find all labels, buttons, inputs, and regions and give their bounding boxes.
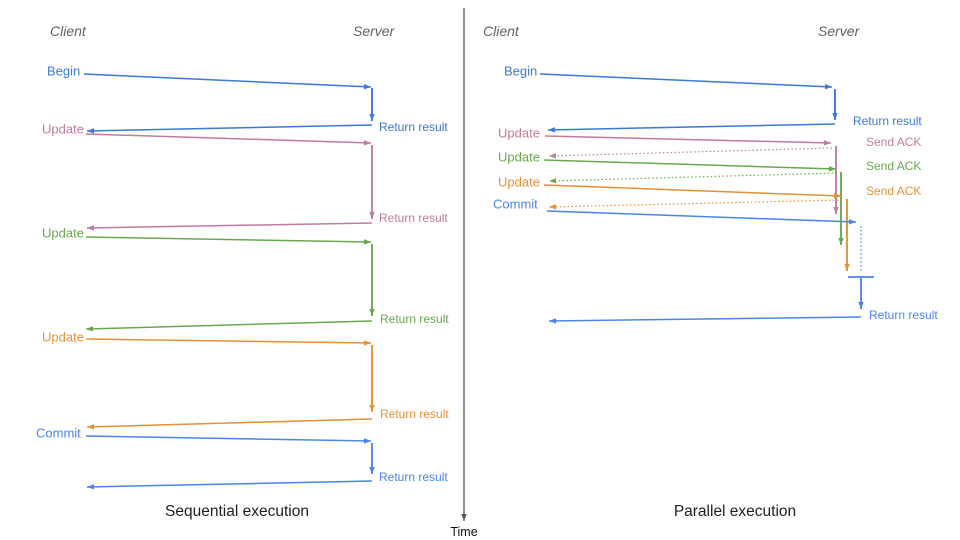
seq-commit-return-line xyxy=(86,480,373,488)
seq-commit-label: Commit xyxy=(36,426,81,441)
seq-client-header: Client xyxy=(50,23,86,39)
par-update1-request-line xyxy=(544,135,832,144)
par-update3-ack-arrowhead xyxy=(549,204,557,210)
seq-commit-return-arrowhead xyxy=(87,484,95,490)
par-update1-send-ack-label: Send ACK xyxy=(866,135,921,149)
seq-update2-label: Update xyxy=(42,226,84,241)
par-begin-return-line xyxy=(547,123,836,131)
par-update2-ack-line xyxy=(548,172,838,182)
seq-commit-request-line xyxy=(85,435,372,442)
seq-update1-process-arrowhead xyxy=(369,212,375,219)
par-server-header: Server xyxy=(818,23,860,39)
par-begin-request-arrowhead xyxy=(824,83,832,90)
seq-update3-request-arrowhead xyxy=(363,340,371,346)
seq-update2-process-arrowhead xyxy=(369,309,375,316)
par-update2-send-ack-label: Send ACK xyxy=(866,159,921,173)
seq-update1-return-line xyxy=(86,222,373,229)
par-update2-ack-arrowhead xyxy=(549,178,557,184)
par-update3-label: Update xyxy=(498,175,540,190)
seq-update2-request-arrowhead xyxy=(363,239,371,245)
par-begin-request-line xyxy=(539,73,833,88)
seq-update1-return-arrowhead xyxy=(87,225,95,231)
par-client-header: Client xyxy=(483,23,519,39)
seq-update3-request-line xyxy=(85,338,372,344)
seq-update1-request-line xyxy=(85,133,372,144)
seq-begin-request-line xyxy=(83,73,372,88)
time-axis-label: Time xyxy=(450,525,478,539)
seq-update2-return-arrowhead xyxy=(86,326,94,332)
par-update1-ack-line xyxy=(548,147,833,157)
seq-update3-return-line xyxy=(86,418,373,428)
seq-update1-label: Update xyxy=(42,122,84,137)
seq-update3-label: Update xyxy=(42,330,84,345)
par-update2-label: Update xyxy=(498,150,540,165)
seq-server-header: Server xyxy=(353,23,395,39)
par-commit-process-arrowhead xyxy=(858,302,864,309)
seq-begin-request-arrowhead xyxy=(363,83,371,90)
par-update1-process-arrowhead xyxy=(833,207,839,214)
par-commit-label: Commit xyxy=(493,197,538,212)
par-update2-process-arrowhead xyxy=(838,238,844,245)
seq-commit-return-result-label: Return result xyxy=(379,470,448,484)
seq-update1-return-result-label: Return result xyxy=(379,211,448,225)
par-update1-request-arrowhead xyxy=(823,140,831,146)
par-update3-send-ack-label: Send ACK xyxy=(866,184,921,198)
par-update3-request-arrowhead xyxy=(833,193,841,199)
parallel-execution-title: Parallel execution xyxy=(673,503,797,520)
par-commit-return-arrowhead xyxy=(549,318,557,324)
seq-begin-return-arrowhead xyxy=(87,128,95,134)
par-commit-request-arrowhead xyxy=(848,219,856,225)
seq-update1-request-arrowhead xyxy=(363,140,371,146)
time-axis-arrowhead xyxy=(461,514,467,521)
seq-update2-request-line xyxy=(85,236,372,243)
seq-begin-label: Begin xyxy=(47,64,80,79)
par-update3-process-arrowhead xyxy=(844,264,850,271)
par-update3-ack-line xyxy=(548,199,843,208)
seq-update2-return-result-label: Return result xyxy=(380,312,449,326)
seq-begin-process-arrowhead xyxy=(369,114,375,121)
par-update1-ack-arrowhead xyxy=(549,153,557,159)
seq-update3-return-result-label: Return result xyxy=(380,407,449,421)
par-begin-return-arrowhead xyxy=(548,127,556,133)
seq-update3-return-arrowhead xyxy=(87,424,95,430)
seq-commit-request-arrowhead xyxy=(363,438,371,444)
par-commit-request-line xyxy=(546,210,857,223)
sequential-execution-title: Sequential execution xyxy=(165,503,309,520)
par-update2-request-arrowhead xyxy=(828,166,836,172)
par-update3-request-line xyxy=(543,184,842,197)
par-update2-request-line xyxy=(543,159,837,170)
seq-begin-return-line xyxy=(86,124,373,132)
par-commit-return-line xyxy=(548,316,862,322)
seq-update3-process-arrowhead xyxy=(369,405,375,412)
seq-commit-process-arrowhead xyxy=(369,467,375,474)
par-commit-return-result-label: Return result xyxy=(869,308,938,322)
par-begin-return-result-label: Return result xyxy=(853,114,922,128)
par-begin-process-arrowhead xyxy=(832,113,838,120)
seq-begin-return-result-label: Return result xyxy=(379,120,448,134)
par-update1-label: Update xyxy=(498,126,540,141)
seq-update2-return-line xyxy=(85,320,373,330)
par-begin-label: Begin xyxy=(504,64,537,79)
